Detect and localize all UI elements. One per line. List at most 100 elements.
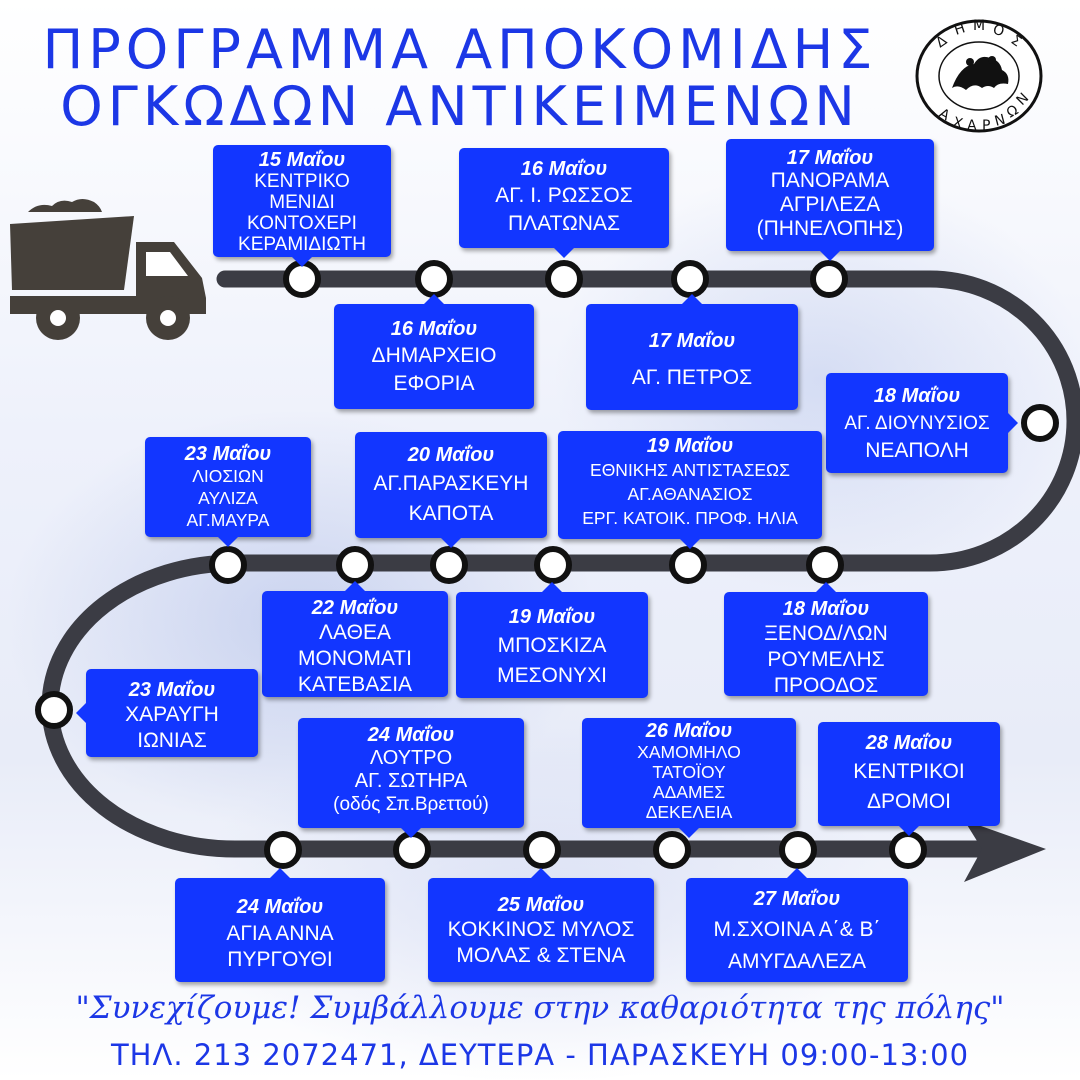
schedule-card: 17 Μαΐου ΠΑΝΟΡΑΜΑ ΑΓΡΙΛΕΖΑ (ΠΗΝΕΛΟΠΗΣ): [726, 139, 934, 261]
schedule-area: ΤΑΤΟΪΟΥ: [652, 762, 726, 782]
schedule-area: ΛΑΘΕΑ: [319, 621, 391, 644]
schedule-area: ΠΥΡΓΟΥΘΙ: [227, 948, 333, 971]
stop-marker: [415, 260, 453, 298]
schedule-area: ΔΡΟΜΟΙ: [866, 790, 952, 813]
svg-text:Α: Α: [967, 118, 977, 134]
svg-text:Ν: Ν: [993, 112, 1007, 130]
schedule-area: ΑΓ. ΣΩΤΗΡΑ: [354, 770, 468, 792]
schedule-card: 19 Μαΐου ΕΘΝΙΚΗΣ ΑΝΤΙΣΤΑΣΕΩΣ ΑΓ.ΑΘΑΝΑΣΙΟ…: [558, 431, 822, 549]
schedule-card: 16 Μαΐου ΑΓ. Ι. ΡΩΣΣΟΣ ΠΛΑΤΩΝΑΣ: [459, 148, 669, 258]
schedule-area: ΜΟΛΑΣ & ΣΤΕΝΑ: [456, 944, 626, 967]
schedule-date: 24 Μαΐου: [236, 896, 324, 918]
schedule-date: 23 Μαΐου: [128, 679, 216, 701]
schedule-area: ΛΙΟΣΙΩΝ: [192, 466, 264, 486]
svg-text:Ρ: Ρ: [982, 118, 990, 134]
schedule-area: ΠΑΝΟΡΑΜΑ: [770, 169, 890, 192]
schedule-date: 27 Μαΐου: [753, 888, 841, 910]
route-arrow-head: [964, 820, 1046, 882]
schedule-area: ΑΥΛΙΖΑ: [198, 488, 258, 508]
schedule-area: ΠΡΟΟΔΟΣ: [773, 674, 879, 697]
schedule-area: ΑΔΑΜΕΣ: [652, 782, 726, 802]
svg-text:Μ: Μ: [973, 18, 985, 34]
stop-marker: [430, 546, 468, 584]
schedule-date: 16 Μαΐου: [520, 158, 608, 180]
schedule-area: ΔΕΚΕΛΕΙΑ: [645, 802, 733, 822]
schedule-area: ΑΓΡΙΛΕΖΑ: [779, 193, 881, 216]
stop-marker: [653, 831, 691, 869]
schedule-card: 18 Μαΐου ΞΕΝΟΔ/ΛΩΝ ΡΟΥΜΕΛΗΣ ΠΡΟΟΔΟΣ: [724, 582, 928, 697]
svg-text:Χ: Χ: [951, 114, 965, 132]
schedule-area: ΔΗΜΑΡΧΕΙΟ: [371, 344, 497, 367]
schedule-card: 19 Μαΐου ΜΠΟΣΚΙΖΑ ΜΕΣΟΝΥΧΙ: [456, 582, 648, 698]
schedule-date: 22 Μαΐου: [311, 597, 399, 619]
schedule-area: ΑΓ. ΔΙΟΥΝΥΣΙΟΣ: [844, 413, 990, 434]
page-title-line1: ΠΡΟΓΡΑΜΜΑ ΑΠΟΚΟΜΙΔΗΣ: [42, 18, 878, 81]
stop-marker: [889, 831, 927, 869]
schedule-card: 26 Μαΐου ΧΑΜΟΜΗΛΟ ΤΑΤΟΪΟΥ ΑΔΑΜΕΣ ΔΕΚΕΛΕΙ…: [582, 718, 796, 838]
schedule-area: ΜΕΝΙΔΙ: [269, 192, 335, 213]
schedule-date: 28 Μαΐου: [865, 732, 953, 754]
schedule-area: ΜΕΣΟΝΥΧΙ: [497, 664, 607, 687]
svg-text:Η: Η: [952, 20, 967, 38]
schedule-area: ΞΕΝΟΔ/ΛΩΝ: [764, 622, 888, 645]
schedule-card: 23 Μαΐου ΛΙΟΣΙΩΝ ΑΥΛΙΖΑ ΑΓ.ΜΑΥΡΑ: [145, 437, 311, 547]
stop-marker: [534, 546, 572, 584]
schedule-area: ΜΟΝΟΜΑΤΙ: [298, 647, 412, 670]
schedule-area: ΚΑΠΟΤΑ: [408, 502, 494, 525]
svg-text:Ο: Ο: [991, 22, 1006, 41]
schedule-area: ΑΓ. ΠΕΤΡΟΣ: [631, 366, 753, 389]
stop-marker: [393, 831, 431, 869]
stop-marker: [336, 546, 374, 584]
stop-marker: [264, 831, 302, 869]
schedule-date: 16 Μαΐου: [390, 318, 478, 340]
schedule-area: (οδός Σπ.Βρεττού): [333, 794, 489, 815]
schedule-area: ΑΓ. Ι. ΡΩΣΣΟΣ: [495, 184, 633, 207]
schedule-area: ΑΓ.ΠΑΡΑΣΚΕΥΗ: [373, 472, 529, 495]
schedule-area: ΚΟΝΤΟΧΕΡΙ: [247, 213, 357, 234]
schedule-area: ΕΘΝΙΚΗΣ ΑΝΤΙΣΤΑΣΕΩΣ: [590, 460, 790, 480]
schedule-area: ΙΩΝΙΑΣ: [137, 729, 207, 752]
schedule-date: 20 Μαΐου: [407, 444, 495, 466]
contact-info: ΤΗΛ. 213 2072471, ΔΕΥΤΕΡΑ - ΠΑΡΑΣΚΕΥΗ 09…: [110, 1038, 970, 1072]
schedule-date: 18 Μαΐου: [873, 385, 961, 407]
schedule-area: ΡΟΥΜΕΛΗΣ: [767, 648, 885, 671]
schedule-area: (ΠΗΝΕΛΟΠΗΣ): [756, 217, 904, 240]
schedule-card: 25 Μαΐου ΚΟΚΚΙΝΟΣ ΜΥΛΟΣ ΜΟΛΑΣ & ΣΤΕΝΑ: [428, 868, 654, 982]
schedule-area: ΛΟΥΤΡΟ: [369, 747, 453, 769]
stop-marker: [35, 691, 73, 729]
schedule-card: 20 Μαΐου ΑΓ.ΠΑΡΑΣΚΕΥΗ ΚΑΠΟΤΑ: [355, 432, 547, 548]
stop-marker: [671, 260, 709, 298]
stop-marker: [779, 831, 817, 869]
schedule-card: 27 Μαΐου Μ.ΣΧΟΙΝΑ Α΄& Β΄ ΑΜΥΓΔΑΛΕΖΑ: [686, 868, 908, 982]
schedule-date: 23 Μαΐου: [184, 443, 272, 465]
schedule-card: 24 Μαΐου ΑΓΙΑ ΑΝΝΑ ΠΥΡΓΟΥΘΙ: [175, 868, 385, 982]
schedule-area: ΚΕΝΤΡΙΚΟΙ: [853, 760, 965, 783]
schedule-card: 15 Μαΐου ΚΕΝΤΡΙΚΟ ΜΕΝΙΔΙ ΚΟΝΤΟΧΕΡΙ ΚΕΡΑΜ…: [213, 145, 391, 267]
schedule-date: 19 Μαΐου: [646, 435, 734, 457]
schedule-date: 15 Μαΐου: [258, 149, 346, 171]
schedule-card: 18 Μαΐου ΑΓ. ΔΙΟΥΝΥΣΙΟΣ ΝΕΑΠΟΛΗ: [826, 373, 1018, 473]
schedule-area: ΠΛΑΤΩΝΑΣ: [508, 212, 620, 235]
stop-marker: [806, 546, 844, 584]
schedule-card: 28 Μαΐου ΚΕΝΤΡΙΚΟΙ ΔΡΟΜΟΙ: [818, 722, 1000, 836]
stop-marker: [810, 260, 848, 298]
stop-marker: [669, 546, 707, 584]
schedule-card: 16 Μαΐου ΔΗΜΑΡΧΕΙΟ ΕΦΟΡΙΑ: [334, 294, 534, 409]
page-title-line2: ΟΓΚΩΔΩΝ ΑΝΤΙΚΕΙΜΕΝΩΝ: [60, 75, 860, 138]
dump-truck-icon: [10, 199, 206, 340]
schedule-area: ΕΡΓ. ΚΑΤΟΙΚ. ΠΡΟΦ. ΗΛΙΑ: [582, 508, 798, 528]
schedule-date: 18 Μαΐου: [782, 598, 870, 620]
schedule-area: ΜΠΟΣΚΙΖΑ: [497, 634, 607, 657]
stop-marker: [1021, 404, 1059, 442]
schedule-area: ΝΕΑΠΟΛΗ: [865, 439, 969, 462]
stop-marker: [545, 260, 583, 298]
slogan: "Συνεχίζουμε! Συμβάλλουμε στην καθαριότη…: [75, 990, 1005, 1026]
stop-marker: [283, 260, 321, 298]
schedule-date: 17 Μαΐου: [786, 147, 874, 169]
municipality-seal-icon: Δ Η Μ Ο Σ Α Χ Α Ρ Ν Ω Ν: [915, 18, 1043, 134]
schedule-date: 26 Μαΐου: [645, 720, 733, 742]
schedule-area: Μ.ΣΧΟΙΝΑ Α΄& Β΄: [713, 918, 881, 941]
schedule-date: 24 Μαΐου: [367, 724, 455, 746]
schedule-area: ΑΓ.ΑΘΑΝΑΣΙΟΣ: [627, 484, 753, 504]
